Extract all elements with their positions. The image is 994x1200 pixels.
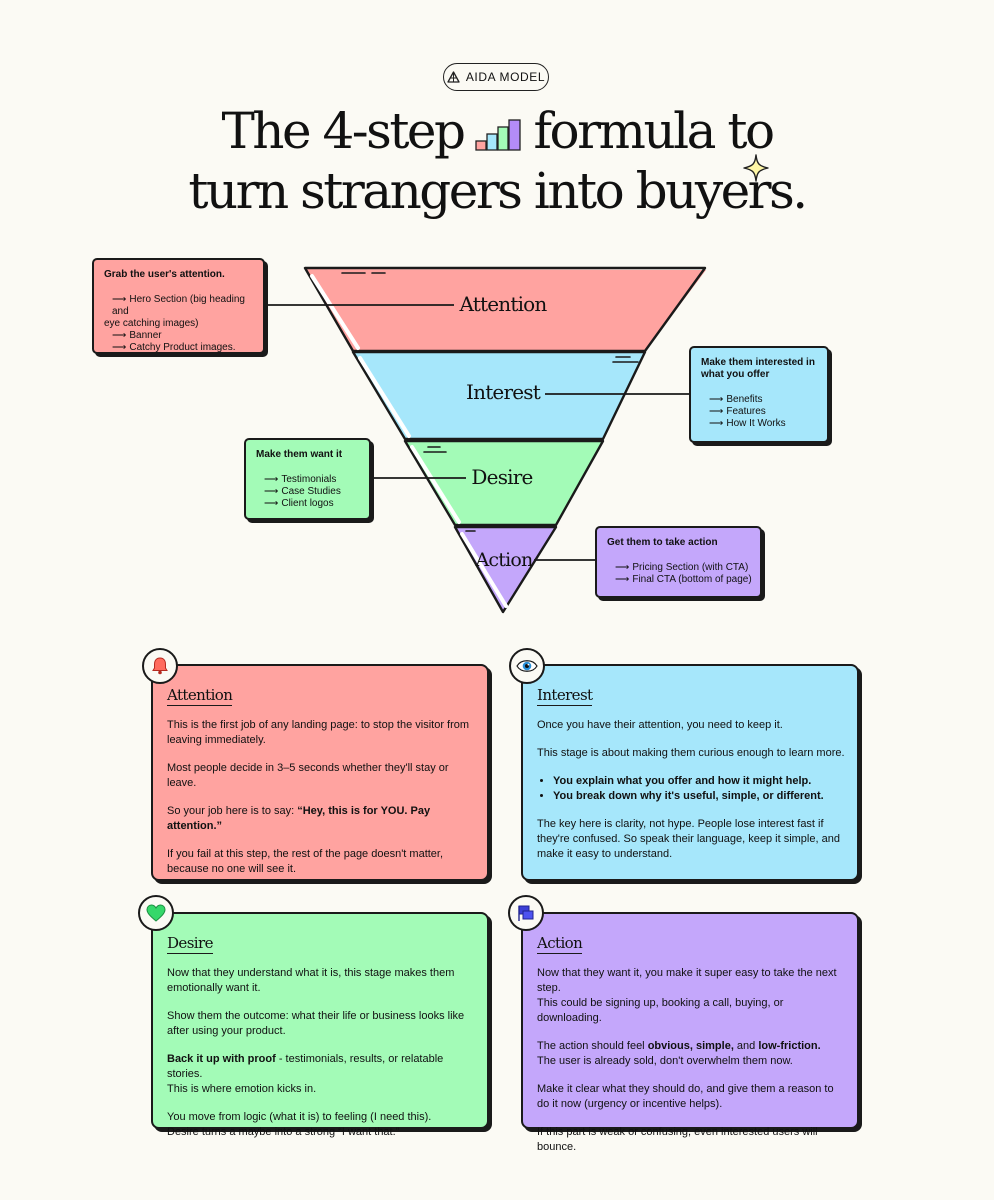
note-item: ⟶How It Works xyxy=(709,418,786,429)
arrow-right-icon: ⟶ xyxy=(709,418,724,429)
funnel-action-band xyxy=(455,527,556,612)
note-interest: Make them interested in what you offer ⟶… xyxy=(689,346,829,443)
card-interest: Interest Once you have their attention, … xyxy=(521,664,859,881)
card-paragraph: So your job here is to say: “Hey, this i… xyxy=(167,805,431,832)
aida-funnel: Attention Interest Desire Action xyxy=(263,266,707,614)
growth-bars-icon xyxy=(474,106,524,164)
arrow-right-icon: ⟶ xyxy=(615,562,630,573)
arrow-right-icon: ⟶ xyxy=(264,498,279,509)
card-paragraph: This stage is about making them curious … xyxy=(537,747,845,759)
card-paragraph: If you fail at this step, the rest of th… xyxy=(167,848,444,875)
flag-icon-badge xyxy=(508,895,544,931)
headline-part-b: formula to xyxy=(533,102,776,160)
card-desire: Desire Now that they understand what it … xyxy=(151,912,489,1138)
card-paragraph: If this part is weak or confusing, even … xyxy=(537,1126,818,1153)
card-bullet: You break down why it's useful, simple, … xyxy=(553,789,845,804)
headline-line-1: The 4-step formula to xyxy=(0,102,994,164)
card-paragraph: You move from logic (what it is) to feel… xyxy=(167,1111,432,1138)
arrow-right-icon: ⟶ xyxy=(709,394,724,405)
arrow-right-icon: ⟶ xyxy=(264,474,279,485)
note-desire: Make them want it ⟶Testimonials ⟶Case St… xyxy=(244,438,371,520)
funnel-label-interest: Interest xyxy=(466,380,541,404)
card-bullet-list: You explain what you offer and how it mi… xyxy=(537,774,845,804)
funnel-desire-band xyxy=(405,441,603,525)
arrow-right-icon: ⟶ xyxy=(264,486,279,497)
funnel-label-action: Action xyxy=(475,549,534,571)
funnel-attention-band xyxy=(305,269,706,350)
funnel-label-desire: Desire xyxy=(471,465,532,489)
funnel-label-attention: Attention xyxy=(458,292,547,316)
arrow-right-icon: ⟶ xyxy=(112,342,127,353)
note-item: ⟶Hero Section (big heading and xyxy=(112,294,245,317)
note-item: ⟶Banner xyxy=(112,330,162,341)
note-item: ⟶Benefits xyxy=(709,394,763,405)
note-item: ⟶Catchy Product images. xyxy=(112,342,236,353)
card-title: Action xyxy=(537,934,583,954)
note-item-wrap: eye catching images) xyxy=(104,318,199,329)
note-item: ⟶Pricing Section (with CTA) xyxy=(615,562,749,573)
note-interest-title-1: Make them interested in xyxy=(701,357,815,368)
card-paragraph: Once you have their attention, you need … xyxy=(537,719,783,731)
note-item: ⟶Features xyxy=(709,406,766,417)
heart-icon xyxy=(146,904,166,922)
card-paragraph: Most people decide in 3–5 seconds whethe… xyxy=(167,762,449,789)
headline-line-2: turn strangers into buyers. xyxy=(0,162,994,220)
card-title: Desire xyxy=(167,934,213,954)
eye-icon xyxy=(516,660,538,672)
card-paragraph: The key here is clarity, not hype. Peopl… xyxy=(537,818,840,860)
badge-label: AIDA MODEL xyxy=(465,70,546,84)
flag-icon xyxy=(518,905,534,921)
arrow-right-icon: ⟶ xyxy=(615,574,630,585)
note-desire-title: Make them want it xyxy=(256,449,343,460)
bell-icon-badge xyxy=(142,648,178,684)
pyramid-icon xyxy=(447,71,460,83)
aida-model-badge: AIDA MODEL xyxy=(443,63,549,91)
headline-part-a: The 4-step xyxy=(221,102,466,160)
card-title: Attention xyxy=(167,686,233,706)
card-paragraph: The action should feel obvious, simple, … xyxy=(537,1040,821,1067)
note-item: ⟶Final CTA (bottom of page) xyxy=(615,574,752,585)
arrow-right-icon: ⟶ xyxy=(709,406,724,417)
note-action-title: Get them to take action xyxy=(607,537,718,548)
note-item: ⟶Case Studies xyxy=(264,486,341,497)
arrow-right-icon: ⟶ xyxy=(112,294,127,305)
card-title: Interest xyxy=(537,686,593,706)
card-paragraph: Show them the outcome: what their life o… xyxy=(167,1010,465,1037)
headline-line-2-text: turn strangers into buyers. xyxy=(188,162,808,220)
card-paragraph: Back it up with proof - testimonials, re… xyxy=(167,1053,444,1095)
eye-icon-badge xyxy=(509,648,545,684)
note-attention: Grab the user's attention. ⟶Hero Section… xyxy=(92,258,265,354)
card-paragraph: Now that they understand what it is, thi… xyxy=(167,967,455,994)
heart-icon-badge xyxy=(138,895,174,931)
card-bullet: You explain what you offer and how it mi… xyxy=(553,774,845,789)
sparkle-icon xyxy=(743,154,769,182)
note-item: ⟶Client logos xyxy=(264,498,334,509)
card-paragraph: Make it clear what they should do, and g… xyxy=(537,1083,834,1110)
note-action: Get them to take action ⟶Pricing Section… xyxy=(595,526,762,598)
note-item: ⟶Testimonials xyxy=(264,474,337,485)
card-action: Action Now that they want it, you make i… xyxy=(521,912,859,1153)
funnel-interest-band xyxy=(353,352,645,439)
bell-icon xyxy=(152,657,168,675)
note-attention-title: Grab the user's attention. xyxy=(104,269,225,280)
card-paragraph: This is the first job of any landing pag… xyxy=(167,719,470,746)
arrow-right-icon: ⟶ xyxy=(112,330,127,341)
note-interest-title-2: what you offer xyxy=(701,369,770,380)
card-attention: Attention This is the first job of any l… xyxy=(151,664,489,881)
card-paragraph: Now that they want it, you make it super… xyxy=(537,967,837,1024)
